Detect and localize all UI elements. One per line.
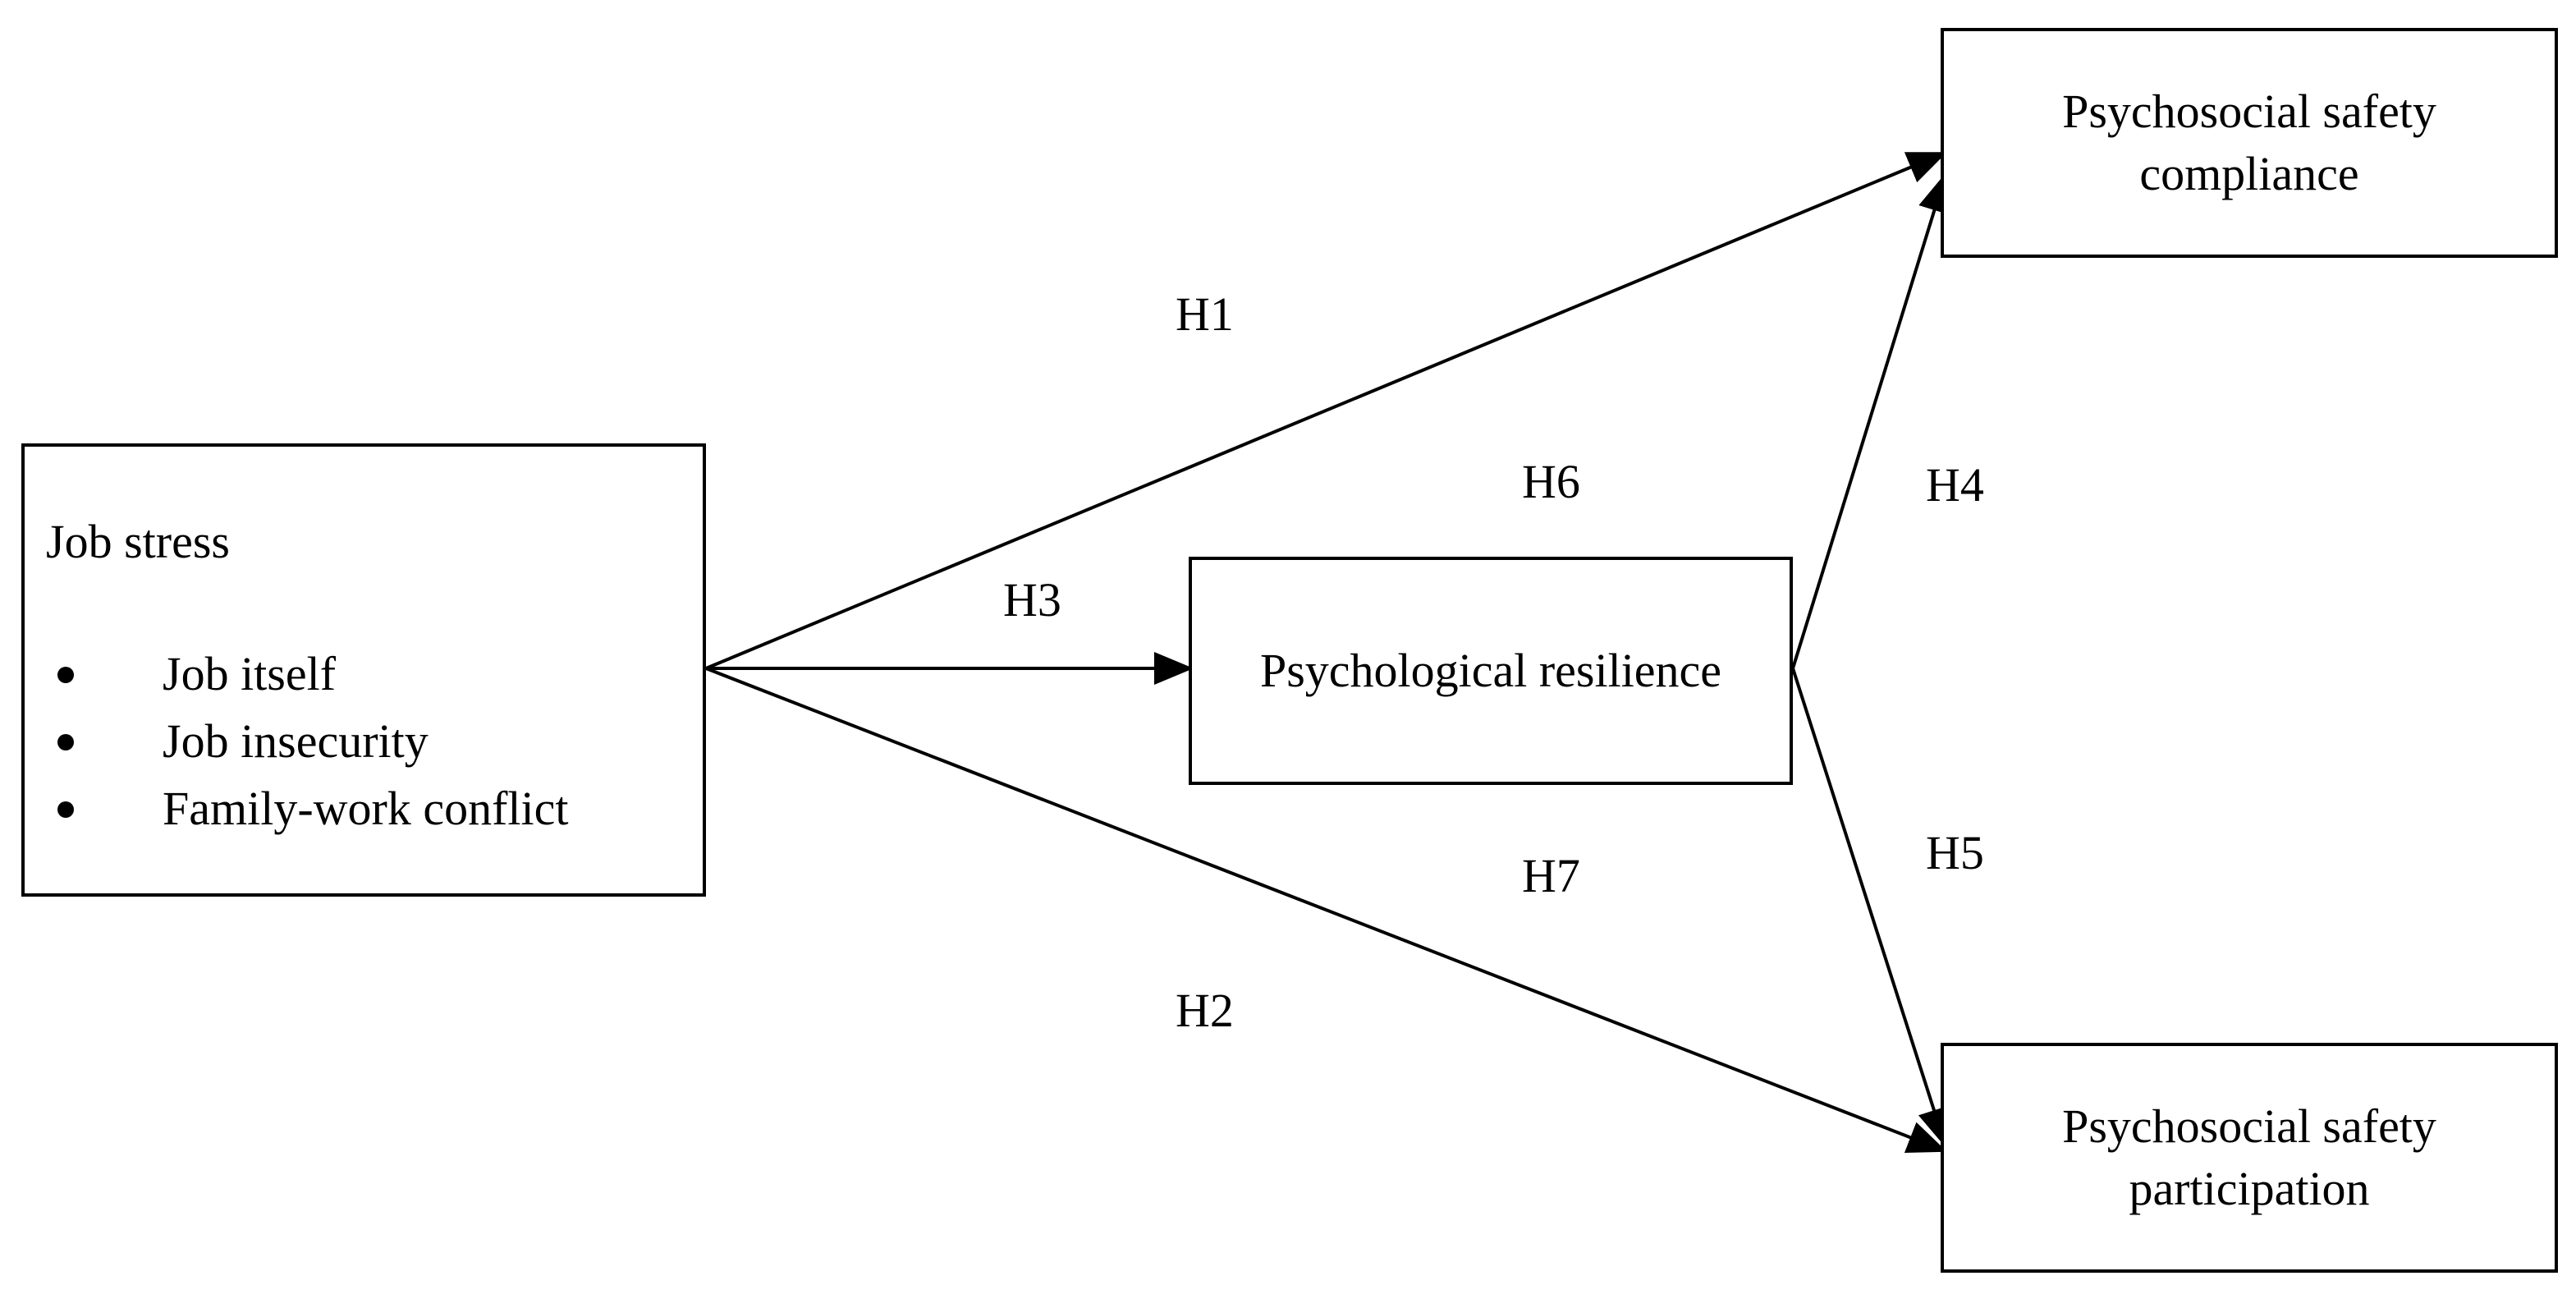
job-stress-title: Job stress <box>46 515 230 568</box>
job-stress-box: Job stress Job itself Job insecurity Fam… <box>21 443 706 897</box>
job-stress-item-label: Family-work conflict <box>163 782 569 835</box>
hypothesis-label-h5: H5 <box>1926 826 1984 879</box>
arrow-h5-resilience-to-participation <box>1791 668 1950 1148</box>
bullet-icon <box>57 734 74 750</box>
compliance-label-line-2: compliance <box>2139 147 2359 200</box>
psychological-resilience-box: Psychological resilience <box>1189 557 1793 785</box>
psychosocial-safety-compliance-box: Psychosocial safety compliance <box>1941 28 2558 258</box>
hypothesis-label-h6: H6 <box>1522 455 1580 508</box>
job-stress-dimension-list: Job itself Job insecurity Family-work co… <box>46 640 569 842</box>
bullet-icon <box>57 801 74 818</box>
list-item: Job itself <box>46 640 569 708</box>
psychological-resilience-label: Psychological resilience <box>1259 644 1722 697</box>
hypothesis-label-h7: H7 <box>1522 849 1580 902</box>
hypothesis-label-h4: H4 <box>1926 458 1984 512</box>
arrow-h2-job-stress-to-participation <box>705 667 1947 1153</box>
hypothesis-label-h2: H2 <box>1176 984 1234 1037</box>
job-stress-item-label: Job insecurity <box>163 714 429 768</box>
arrow-h4-resilience-to-compliance <box>1791 172 1950 669</box>
list-item: Job insecurity <box>46 708 569 775</box>
participation-label-line-2: participation <box>2129 1162 2370 1215</box>
job-stress-item-label: Job itself <box>163 647 337 700</box>
psychosocial-safety-participation-box: Psychosocial safety participation <box>1941 1043 2558 1273</box>
participation-label-line-1: Psychosocial safety <box>2062 1099 2436 1153</box>
arrow-h1-job-stress-to-compliance <box>705 151 1947 670</box>
hypothesis-label-h1: H1 <box>1176 287 1234 341</box>
bullet-icon <box>57 667 74 683</box>
hypothesis-label-h3: H3 <box>1003 573 1061 626</box>
list-item: Family-work conflict <box>46 775 569 842</box>
compliance-label-line-1: Psychosocial safety <box>2062 85 2436 138</box>
